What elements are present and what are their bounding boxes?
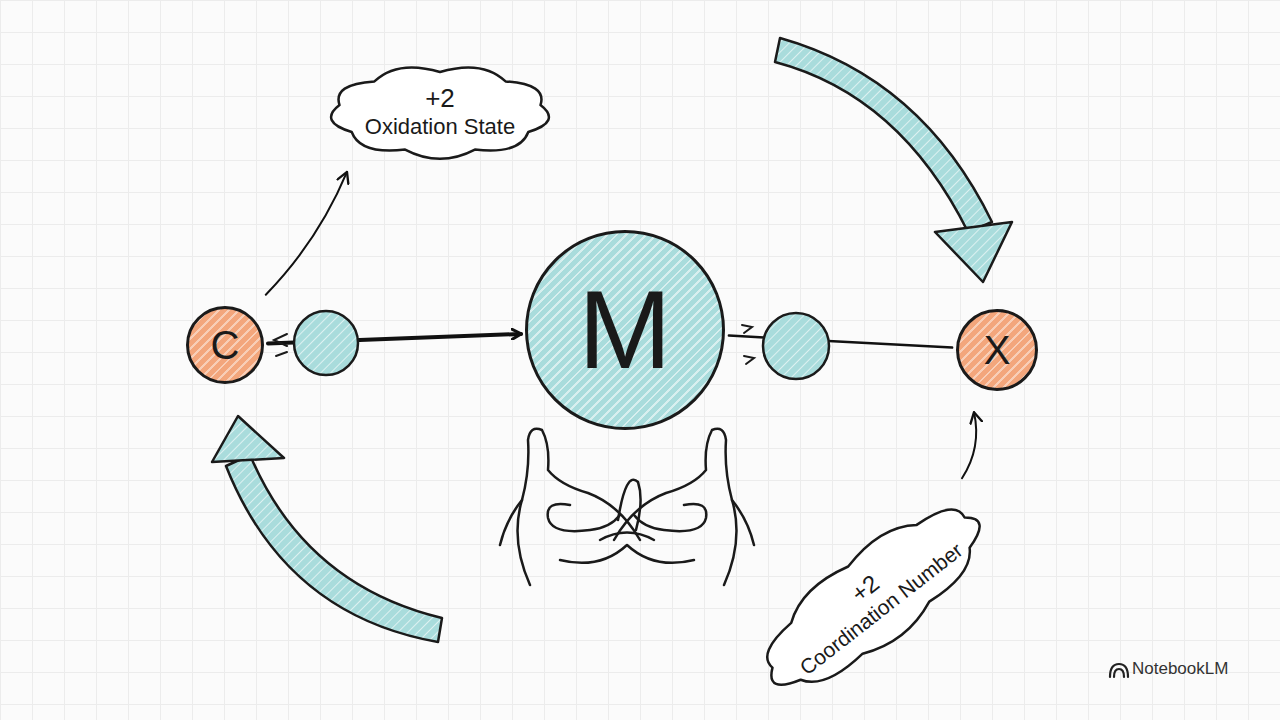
atom-circle: X	[956, 309, 1038, 391]
watermark: NotebookLM	[1132, 659, 1228, 679]
value-text: +2	[425, 84, 455, 114]
ligand-atom	[763, 313, 829, 379]
curved-arrow	[212, 416, 442, 642]
leader-arrow	[266, 172, 347, 295]
hands	[500, 429, 754, 585]
atom-circle: C	[186, 306, 264, 384]
metal-circle: M	[525, 230, 725, 430]
bond-mark	[274, 334, 287, 356]
ligand-atom	[294, 311, 358, 375]
concept-cloud: +2Coordination Number	[740, 479, 1007, 717]
atom-symbol: C	[211, 325, 240, 365]
concept-cloud: +2Oxidation State	[330, 64, 550, 160]
atom-symbol: X	[984, 330, 1011, 370]
bond-mark	[742, 325, 754, 364]
logo-mark	[1110, 664, 1128, 677]
curved-arrow	[775, 38, 1012, 282]
concept-text: Oxidation State	[365, 114, 515, 139]
leader-arrow	[962, 412, 976, 478]
atom-symbol: M	[578, 274, 671, 386]
